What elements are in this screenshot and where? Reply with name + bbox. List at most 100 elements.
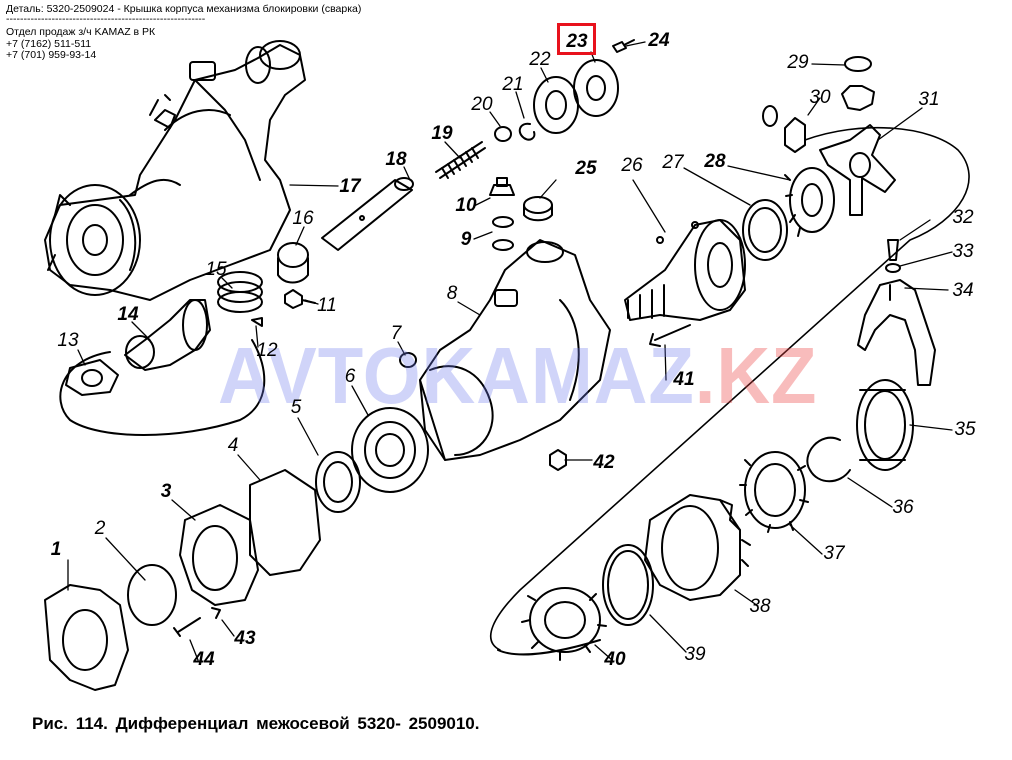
part-label-7[interactable]: 7 — [390, 323, 402, 344]
plug-25 — [523, 196, 553, 222]
part-label-15[interactable]: 15 — [205, 259, 227, 280]
part-label-13[interactable]: 13 — [57, 330, 79, 351]
cover-23 — [573, 59, 619, 117]
part-label-11[interactable]: 11 — [317, 295, 337, 316]
part-label-37[interactable]: 37 — [823, 543, 845, 564]
satellite-gear-30 — [784, 85, 875, 153]
assembly-loop-left — [59, 339, 266, 436]
part-label-28[interactable]: 28 — [704, 151, 726, 172]
ring-2 — [127, 564, 177, 626]
part-label-31[interactable]: 31 — [918, 89, 940, 110]
phone-2: +7 (701) 959-93-14 — [6, 49, 97, 61]
part-label-20[interactable]: 20 — [471, 94, 493, 115]
part-label-16[interactable]: 16 — [292, 208, 314, 229]
part-label-29[interactable]: 29 — [787, 52, 809, 73]
part-label-43[interactable]: 43 — [234, 628, 256, 649]
diff-body-26 — [624, 219, 746, 321]
washer-27 — [742, 199, 788, 261]
part-label-38[interactable]: 38 — [749, 596, 771, 617]
part-label-3[interactable]: 3 — [160, 481, 172, 502]
flange-14 — [124, 299, 211, 371]
bolt-41 — [649, 324, 691, 347]
circlip-7 — [399, 352, 417, 368]
housing-17 — [44, 40, 306, 301]
washer-33 — [885, 263, 901, 273]
watermark: AVTOKAMAZ.KZ — [218, 331, 818, 420]
part-label-8[interactable]: 8 — [446, 283, 458, 304]
gear-40 — [521, 587, 607, 661]
highlight-box-part-23 — [557, 23, 596, 55]
part-label-22[interactable]: 22 — [529, 49, 551, 70]
part-label-35[interactable]: 35 — [954, 419, 976, 440]
washer-20 — [494, 126, 512, 142]
ring-36 — [806, 436, 851, 483]
part-label-32[interactable]: 32 — [952, 207, 974, 228]
diff-case-38 — [644, 494, 751, 601]
part-label-27[interactable]: 27 — [662, 152, 684, 173]
flange-1 — [44, 584, 129, 691]
part-label-36[interactable]: 36 — [892, 497, 914, 518]
part-label-1[interactable]: 1 — [50, 539, 62, 560]
figure-caption: Рис. 114. Дифференциал межосевой 5320- 2… — [32, 714, 480, 733]
part-label-42[interactable]: 42 — [593, 452, 615, 473]
spider-31 — [819, 124, 896, 216]
shift-fork-34 — [857, 279, 936, 386]
part-label-24[interactable]: 24 — [648, 30, 670, 51]
spring-19 — [435, 141, 486, 179]
part-label-30[interactable]: 30 — [809, 87, 831, 108]
part-label-9[interactable]: 9 — [460, 229, 472, 250]
housing-8 — [419, 239, 611, 461]
part-label-2[interactable]: 2 — [94, 518, 106, 539]
part-label-26[interactable]: 26 — [621, 155, 643, 176]
part-label-17[interactable]: 17 — [339, 176, 361, 197]
part-label-6[interactable]: 6 — [344, 366, 356, 387]
bushing-16 — [277, 242, 309, 284]
part-label-14[interactable]: 14 — [117, 304, 139, 325]
part-label-21[interactable]: 21 — [502, 74, 524, 95]
header-separator: ----------------------------------------… — [6, 13, 206, 25]
part-title: Деталь: 5320-2509024 - Крышка корпуса ме… — [6, 3, 362, 15]
part-label-34[interactable]: 34 — [952, 280, 974, 301]
bolt-24 — [612, 39, 635, 53]
part-label-5[interactable]: 5 — [290, 397, 302, 418]
washer-29b — [762, 105, 778, 127]
washer-9a — [492, 216, 514, 228]
assembly-loop-right — [489, 126, 970, 651]
part-label-19[interactable]: 19 — [431, 123, 453, 144]
shaft-18 — [321, 177, 414, 251]
plate-22 — [533, 76, 579, 134]
seal-5 — [315, 451, 361, 513]
part-label-39[interactable]: 39 — [684, 644, 706, 665]
part-label-4[interactable]: 4 — [227, 435, 239, 456]
spring-15 — [217, 271, 263, 313]
clip-12 — [251, 317, 263, 327]
part-label-23[interactable]: 23 — [566, 31, 588, 52]
part-label-18[interactable]: 18 — [385, 149, 407, 170]
part-label-10[interactable]: 10 — [455, 195, 477, 216]
nut-42 — [549, 449, 567, 471]
part-label-44[interactable]: 44 — [193, 649, 215, 670]
part-label-40[interactable]: 40 — [604, 649, 626, 670]
gasket-4 — [249, 469, 321, 576]
cover-3 — [179, 504, 259, 606]
clip-43 — [211, 607, 221, 619]
bearing-6 — [351, 407, 429, 493]
part-label-25[interactable]: 25 — [575, 158, 597, 179]
ring-39 — [602, 544, 654, 626]
phone-1: +7 (7162) 511-511 — [6, 38, 92, 50]
sleeve-35 — [856, 379, 914, 471]
circlip-21 — [518, 122, 536, 141]
part-label-12[interactable]: 12 — [256, 340, 278, 361]
washer-9b — [492, 239, 514, 251]
bolt-44 — [173, 617, 201, 637]
part-label-33[interactable]: 33 — [952, 241, 974, 262]
bolt-11 — [284, 289, 316, 309]
gasket-13 — [65, 359, 119, 396]
side-gear-28 — [784, 167, 835, 237]
washer-29 — [844, 56, 872, 72]
part-label-41[interactable]: 41 — [673, 369, 695, 390]
bolt-32 — [887, 239, 899, 261]
breather-10 — [489, 177, 515, 196]
